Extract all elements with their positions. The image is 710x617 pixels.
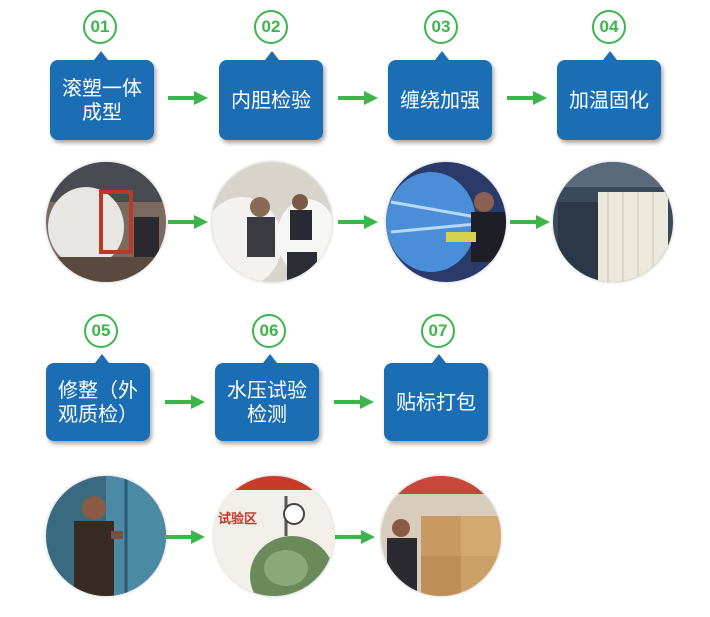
flow-arrow-icon bbox=[165, 530, 205, 544]
flow-arrow-icon bbox=[168, 91, 208, 105]
photo-winding bbox=[386, 162, 506, 282]
flow-arrow-icon bbox=[510, 215, 550, 229]
photo-appearance-check bbox=[46, 476, 166, 596]
step-label-01-line1: 滚塑一体 bbox=[56, 76, 148, 100]
step-box-02: 内胆检验 bbox=[219, 60, 323, 140]
step-pointer-07 bbox=[432, 354, 446, 363]
step-box-04: 加温固化 bbox=[557, 60, 661, 140]
step-pointer-04 bbox=[603, 51, 617, 60]
step-number-07: 07 bbox=[421, 314, 455, 348]
flow-arrow-icon bbox=[168, 215, 208, 229]
step-label-02-line1: 内胆检验 bbox=[225, 88, 317, 112]
step-box-03: 缠绕加强 bbox=[388, 60, 492, 140]
flow-arrow-icon bbox=[338, 215, 378, 229]
step-label-07-line1: 贴标打包 bbox=[390, 390, 482, 414]
step-pointer-06 bbox=[263, 354, 277, 363]
step-box-01: 滚塑一体 成型 bbox=[50, 60, 154, 140]
flow-arrow-icon bbox=[334, 395, 374, 409]
step-box-06: 水压试验 检测 bbox=[215, 363, 319, 441]
photo-rotomolding bbox=[46, 162, 166, 282]
step-label-03-line1: 缠绕加强 bbox=[394, 88, 486, 112]
step-number-06: 06 bbox=[252, 314, 286, 348]
step-label-04-line1: 加温固化 bbox=[563, 88, 655, 112]
step-label-05-line2: 观质检） bbox=[52, 402, 144, 426]
flow-arrow-icon bbox=[165, 395, 205, 409]
step-number-03: 03 bbox=[424, 10, 458, 44]
step-label-01-line2: 成型 bbox=[56, 100, 148, 124]
photo-liner-inspection bbox=[212, 162, 332, 282]
step-pointer-05 bbox=[95, 354, 109, 363]
step-box-05: 修整（外 观质检） bbox=[46, 363, 150, 441]
flow-arrow-icon bbox=[335, 530, 375, 544]
photo-packing bbox=[381, 476, 501, 596]
step-number-04: 04 bbox=[592, 10, 626, 44]
step-label-06-line1: 水压试验 bbox=[221, 378, 313, 402]
step-box-07: 贴标打包 bbox=[384, 363, 488, 441]
flow-arrow-icon bbox=[338, 91, 378, 105]
flow-arrow-icon bbox=[507, 91, 547, 105]
test-area-sign: 试验区 bbox=[218, 508, 257, 527]
step-label-05-line1: 修整（外 bbox=[52, 378, 144, 402]
step-label-06-line2: 检测 bbox=[221, 402, 313, 426]
step-number-05: 05 bbox=[84, 314, 118, 348]
photo-pressure-test: 试验区 bbox=[214, 476, 334, 596]
step-pointer-03 bbox=[435, 51, 449, 60]
step-pointer-01 bbox=[94, 51, 108, 60]
step-pointer-02 bbox=[265, 51, 279, 60]
step-number-02: 02 bbox=[254, 10, 288, 44]
step-number-01: 01 bbox=[83, 10, 117, 44]
photo-curing-oven bbox=[553, 162, 673, 282]
